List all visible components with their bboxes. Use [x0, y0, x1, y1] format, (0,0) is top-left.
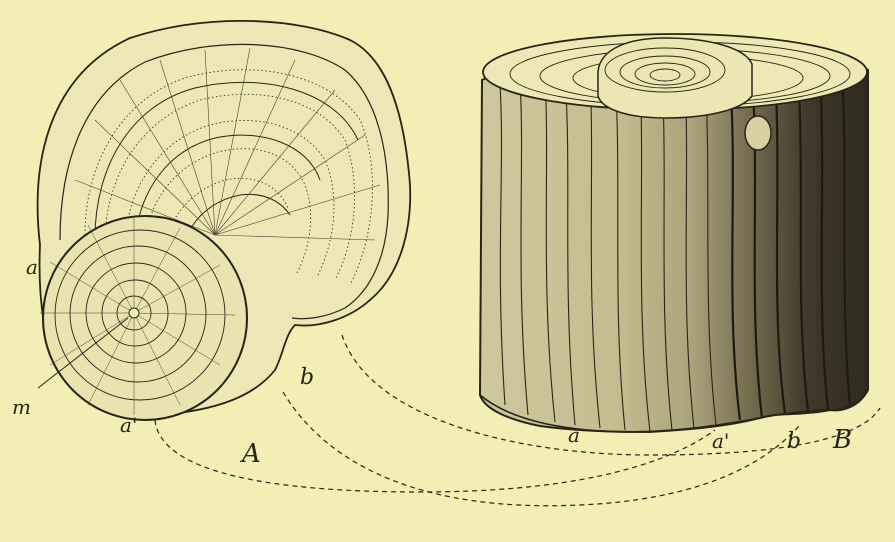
label-A-a-prime: a' — [120, 413, 137, 437]
raised-center-disc — [598, 38, 752, 118]
label-B-b: b — [787, 429, 801, 454]
pith-center — [129, 308, 139, 318]
label-A-a: a — [26, 255, 38, 279]
label-fig-B: B — [832, 425, 852, 455]
label-fig-A: A — [240, 439, 261, 469]
label-B-a: a — [568, 423, 580, 447]
log-figure-B — [480, 34, 868, 432]
label-B-a-prime: a' — [712, 429, 729, 453]
branch-knot — [745, 116, 771, 150]
label-A-b: b — [300, 365, 314, 390]
small-disc-section — [40, 216, 247, 420]
label-A-m: m — [12, 395, 31, 419]
